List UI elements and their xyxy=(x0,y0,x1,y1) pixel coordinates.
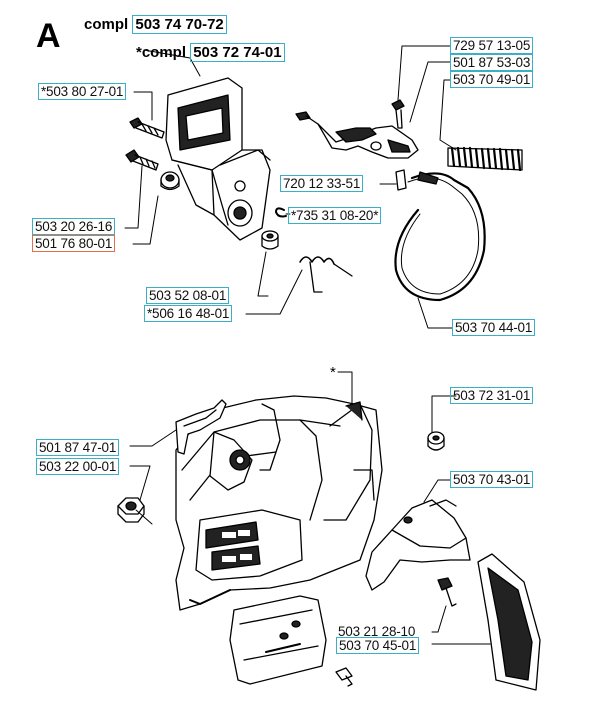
part-number-p6[interactable]: 729 57 13-05 xyxy=(450,37,534,54)
part-label-p8: 503 70 49-01 xyxy=(450,71,534,88)
compl-header: compl 503 74 70-72 xyxy=(84,15,227,34)
part-label-p6: 729 57 13-05 xyxy=(450,37,534,54)
sub-compl-label: *compl xyxy=(136,44,187,61)
part-number-p16[interactable]: 503 21 28-10 xyxy=(338,624,416,639)
nut-part-bottom xyxy=(117,497,145,523)
part-label-p3: 501 76 80-01 xyxy=(32,235,116,252)
part-number-p5[interactable]: *735 31 08-20* xyxy=(288,207,382,224)
part-number-p4[interactable]: 720 12 33-51 xyxy=(280,175,364,192)
part-label-p2: 503 20 26-16 xyxy=(32,218,116,235)
part-label-p12: 503 72 31-01 xyxy=(450,387,534,404)
part-label-p14: 503 22 00-01 xyxy=(36,458,120,475)
part-number-p12[interactable]: 503 72 31-01 xyxy=(450,387,534,404)
part-number-p3[interactable]: 501 76 80-01 xyxy=(32,235,116,252)
part-number-p15[interactable]: 503 70 43-01 xyxy=(450,471,534,488)
coil-spring-part xyxy=(447,146,523,172)
compl-part-number[interactable]: 503 74 70-72 xyxy=(132,15,227,34)
chain-brake-handle-part xyxy=(165,77,271,241)
part-number-p17[interactable]: 503 70 45-01 xyxy=(336,637,420,654)
section-letter: A xyxy=(36,17,61,55)
part-number-p10[interactable]: *506 16 48-01 xyxy=(144,305,233,322)
part-label-p13: 501 87 47-01 xyxy=(36,439,120,456)
compl-label: compl xyxy=(84,16,129,33)
clutch-cover-part xyxy=(175,395,383,611)
screw-part-bottom xyxy=(437,577,457,607)
part-label-p7: 501 87 53-03 xyxy=(450,54,534,71)
sub-compl-header: *compl 503 72 74-01 xyxy=(136,43,285,62)
part-number-p8[interactable]: 503 70 49-01 xyxy=(450,71,534,88)
plate-screw-part xyxy=(335,667,353,687)
screw-part-top xyxy=(391,99,405,129)
part-number-p9[interactable]: 503 52 08-01 xyxy=(146,287,230,304)
sub-compl-part-number[interactable]: 503 72 74-01 xyxy=(190,43,285,62)
foam-pad-part xyxy=(477,553,541,691)
asterisk-marker: * xyxy=(330,364,336,381)
part-number-p1[interactable]: *503 80 27-01 xyxy=(38,83,127,100)
bracket-clip-part xyxy=(175,399,227,455)
part-label-p15: 503 70 43-01 xyxy=(450,471,534,488)
brake-lever-part xyxy=(295,111,419,159)
part-label-p16: 503 21 28-10 xyxy=(338,624,415,639)
bolt-part-lower xyxy=(125,149,159,171)
part-number-p2[interactable]: 503 20 26-16 xyxy=(32,218,116,235)
leader-lines xyxy=(124,45,491,645)
part-number-p11[interactable]: 503 70 44-01 xyxy=(452,319,536,336)
part-label-p10: *506 16 48-01 xyxy=(144,305,233,322)
rubber-buffer-part xyxy=(427,431,445,451)
part-label-p4: 720 12 33-51 xyxy=(280,175,364,192)
part-number-p14[interactable]: 503 22 00-01 xyxy=(36,458,120,475)
part-label-p9: 503 52 08-01 xyxy=(146,287,230,304)
pin-part xyxy=(395,169,407,191)
brake-band-part xyxy=(394,171,486,302)
small-spring-part xyxy=(299,256,353,293)
bushing-part xyxy=(261,230,279,250)
part-label-p11: 503 70 44-01 xyxy=(452,319,536,336)
part-label-p1: *503 80 27-01 xyxy=(38,83,127,100)
circlip-part xyxy=(275,207,287,218)
nut-part-top xyxy=(160,171,180,191)
bolt-part-upper xyxy=(129,117,165,139)
part-label-p5: *735 31 08-20* xyxy=(288,207,382,224)
part-number-p13[interactable]: 501 87 47-01 xyxy=(36,439,120,456)
guard-plate-part xyxy=(365,499,471,591)
lower-plate-part xyxy=(229,595,327,685)
part-number-p7[interactable]: 501 87 53-03 xyxy=(450,54,534,71)
part-label-p17: 503 70 45-01 xyxy=(336,637,420,654)
